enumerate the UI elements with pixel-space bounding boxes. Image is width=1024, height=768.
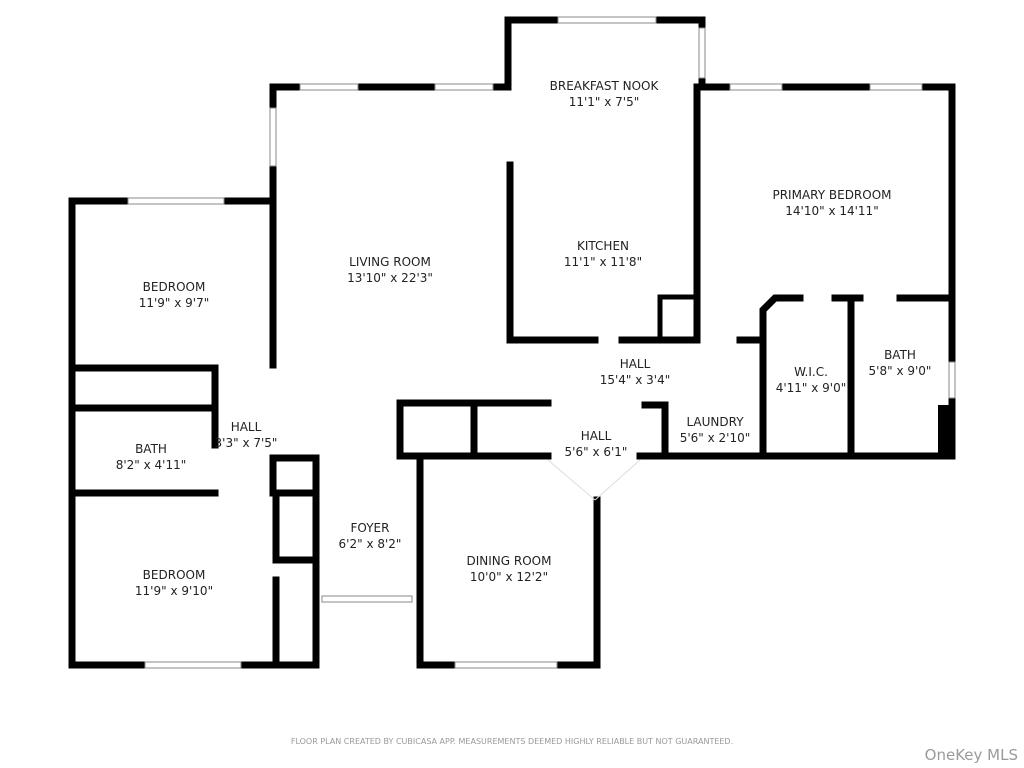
room-name: LIVING ROOM xyxy=(349,255,431,269)
room-dims: 11'9" x 9'7" xyxy=(139,296,210,310)
room-name: FOYER xyxy=(351,521,390,535)
room-name: HALL xyxy=(620,357,651,371)
watermark-logo: OneKey MLS xyxy=(924,746,1018,764)
room-dims: 3'3" x 7'5" xyxy=(215,436,278,450)
room-dims: 11'9" x 9'10" xyxy=(135,584,213,598)
room-dims: 10'0" x 12'2" xyxy=(470,570,548,584)
room-name: KITCHEN xyxy=(577,239,629,253)
room-labels: BREAKFAST NOOK 11'1" x 7'5" KITCHEN 11'1… xyxy=(116,79,932,598)
room-dims: 5'6" x 6'1" xyxy=(565,445,628,459)
room-dims: 6'2" x 8'2" xyxy=(339,537,402,551)
room-dims: 8'2" x 4'11" xyxy=(116,458,187,472)
room-name: BATH xyxy=(135,442,167,456)
room-name: HALL xyxy=(581,429,612,443)
room-dims: 13'10" x 22'3" xyxy=(347,271,433,285)
room-name: PRIMARY BEDROOM xyxy=(772,188,891,202)
room-dims: 5'6" x 2'10" xyxy=(680,431,751,445)
room-name: W.I.C. xyxy=(794,365,828,379)
room-dims: 15'4" x 3'4" xyxy=(600,373,671,387)
room-name: BATH xyxy=(884,348,916,362)
room-name: HALL xyxy=(231,420,262,434)
room-name: BEDROOM xyxy=(143,280,206,294)
room-name: BEDROOM xyxy=(143,568,206,582)
room-name: LAUNDRY xyxy=(686,415,744,429)
room-dims: 4'11" x 9'0" xyxy=(776,381,847,395)
room-name: DINING ROOM xyxy=(467,554,552,568)
room-name: BREAKFAST NOOK xyxy=(550,79,660,93)
room-dims: 11'1" x 11'8" xyxy=(564,255,642,269)
room-dims: 11'1" x 7'5" xyxy=(569,95,640,109)
windows xyxy=(127,16,956,669)
room-dims: 5'8" x 9'0" xyxy=(869,364,932,378)
room-dims: 14'10" x 14'11" xyxy=(785,204,878,218)
disclaimer-text: FLOOR PLAN CREATED BY CUBICASA APP. MEAS… xyxy=(290,737,734,746)
